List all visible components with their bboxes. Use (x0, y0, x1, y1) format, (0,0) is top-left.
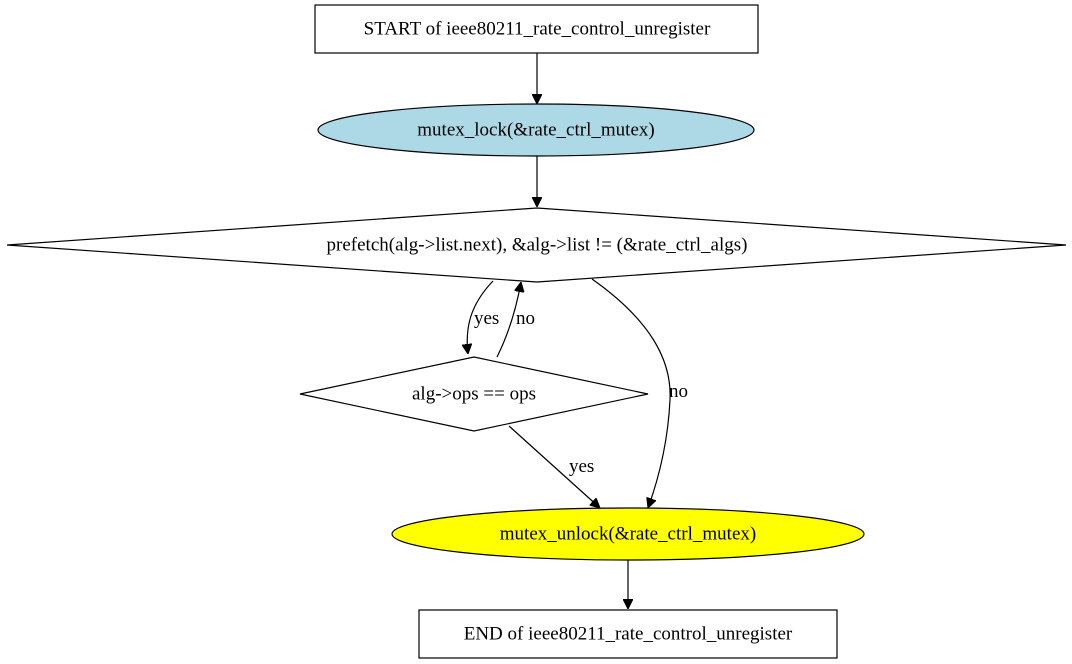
ops-check-node: alg->ops == ops (299, 356, 649, 432)
mutex-lock-node: mutex_lock(&rate_ctrl_mutex) (317, 103, 755, 157)
ops-check-label: alg->ops == ops (412, 384, 536, 405)
edge-label-no-ops: no (516, 308, 535, 329)
loop-condition-node: prefetch(alg->list.next), &alg->list != … (6, 207, 1067, 283)
end-node-label: END of ieee80211_rate_control_unregister (464, 624, 793, 645)
start-node-label: START of ieee80211_rate_control_unregist… (364, 19, 711, 40)
edge-label-no-loop: no (669, 381, 688, 402)
loop-condition-label: prefetch(alg->list.next), &alg->list != … (327, 235, 748, 256)
mutex-unlock-label: mutex_unlock(&rate_ctrl_mutex) (500, 524, 756, 545)
edge-loop-to-unlock-no: no (591, 278, 688, 508)
edge-label-yes-loop: yes (474, 308, 499, 329)
start-node: START of ieee80211_rate_control_unregist… (314, 4, 759, 54)
edge-loop-to-ops-yes: yes (467, 280, 499, 354)
edge-label-yes-ops: yes (569, 456, 594, 477)
mutex-lock-ellipse (317, 103, 755, 157)
edge-ops-to-loop-no: no (496, 282, 535, 358)
mutex-lock-label: mutex_lock(&rate_ctrl_mutex) (417, 120, 654, 141)
end-node: END of ieee80211_rate_control_unregister (418, 609, 838, 659)
edge-ops-to-unlock-yes: yes (508, 425, 600, 508)
mutex-unlock-node: mutex_unlock(&rate_ctrl_mutex) (391, 507, 865, 561)
mutex-unlock-ellipse (391, 507, 865, 561)
